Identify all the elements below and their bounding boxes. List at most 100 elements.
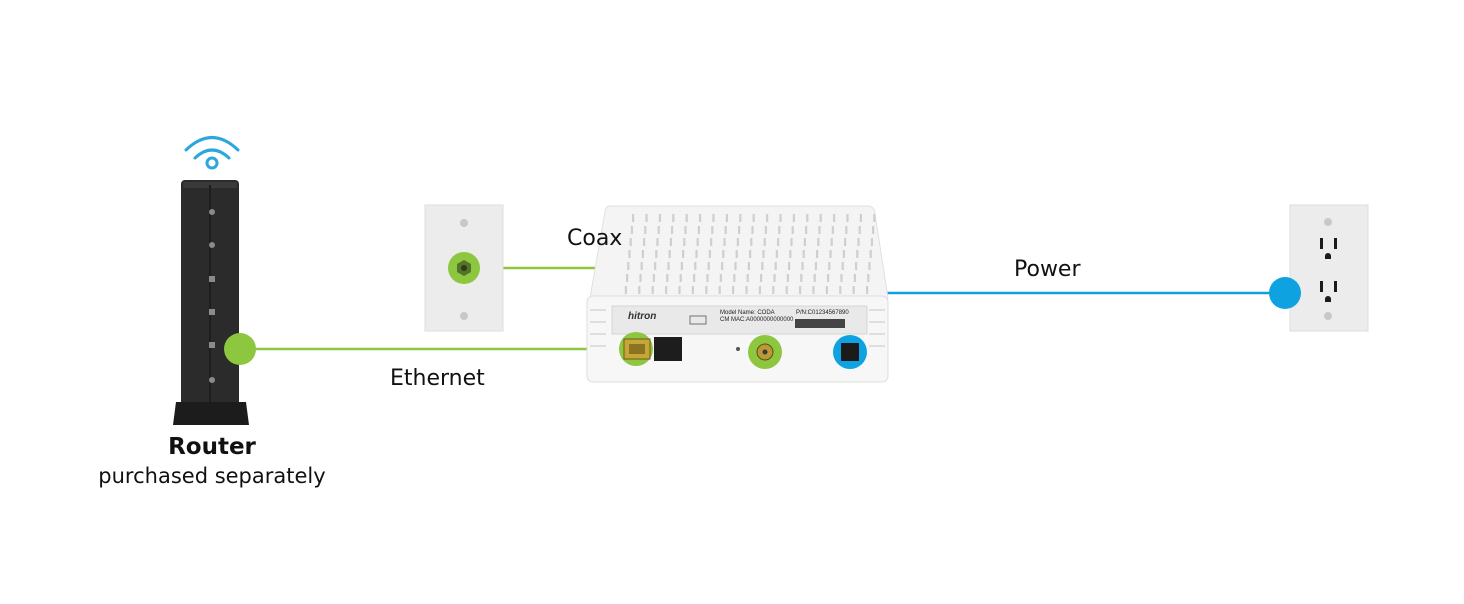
vent-slot bbox=[751, 226, 754, 234]
vent-slot bbox=[735, 250, 738, 258]
vent-slot bbox=[819, 214, 822, 222]
vent-slot bbox=[695, 250, 698, 258]
vent-slot bbox=[746, 274, 749, 282]
vent-slot bbox=[825, 286, 828, 294]
vent-slot bbox=[722, 250, 725, 258]
vent-slot bbox=[678, 286, 681, 294]
vent-slot bbox=[672, 214, 675, 222]
vent-slot bbox=[671, 226, 674, 234]
vent-slot bbox=[747, 262, 750, 270]
power-jack-icon bbox=[841, 343, 859, 361]
vent-slot bbox=[683, 238, 686, 246]
vent-slot bbox=[775, 250, 778, 258]
power-label: Power bbox=[1014, 257, 1081, 282]
router-stand bbox=[173, 402, 249, 425]
vent-slot bbox=[643, 238, 646, 246]
vent-slot bbox=[841, 262, 844, 270]
vent-slot bbox=[711, 226, 714, 234]
vent-slot bbox=[867, 274, 870, 282]
vent-slot bbox=[669, 238, 672, 246]
modem-mac-text: CM MAC:A0000000000000 bbox=[720, 317, 794, 323]
vent-slot bbox=[654, 262, 657, 270]
vent-slot bbox=[679, 274, 682, 282]
ethernet-router-port bbox=[224, 333, 256, 365]
vent-slot bbox=[657, 226, 660, 234]
vent-slot bbox=[852, 286, 855, 294]
vent-slot bbox=[752, 214, 755, 222]
vent-slot bbox=[772, 286, 775, 294]
vent-slot bbox=[827, 274, 830, 282]
vent-slot bbox=[725, 214, 728, 222]
router-sublabel: purchased separately bbox=[98, 464, 326, 488]
vent-slot bbox=[762, 250, 765, 258]
vent-slot bbox=[855, 262, 858, 270]
vent-slot bbox=[699, 214, 702, 222]
vent-slot bbox=[629, 238, 632, 246]
cert-logo bbox=[689, 315, 707, 325]
modem-pn-text: P/N:C01234567890 bbox=[796, 310, 849, 316]
vent-slot bbox=[763, 238, 766, 246]
vent-slot bbox=[656, 238, 659, 246]
vent-slot bbox=[816, 250, 819, 258]
vent-slot bbox=[830, 238, 833, 246]
vent-slot bbox=[764, 226, 767, 234]
vent-slot bbox=[760, 274, 763, 282]
vent-slot bbox=[806, 214, 809, 222]
vent-slot bbox=[645, 214, 648, 222]
coax-wall-plate bbox=[424, 204, 504, 332]
vent-slot bbox=[705, 286, 708, 294]
vent-slot bbox=[845, 226, 848, 234]
router bbox=[173, 136, 249, 425]
vent-slot bbox=[853, 274, 856, 282]
vent-slot bbox=[685, 214, 688, 222]
router-label: Router bbox=[168, 434, 256, 460]
vent-slot bbox=[733, 274, 736, 282]
vent-slot bbox=[758, 286, 761, 294]
modem-vents bbox=[624, 214, 876, 294]
usb-port bbox=[654, 337, 682, 361]
vent-slot bbox=[638, 286, 641, 294]
screw-icon bbox=[1324, 312, 1332, 320]
vent-slot bbox=[628, 250, 631, 258]
vent-slot bbox=[708, 250, 711, 258]
vent-slot bbox=[682, 250, 685, 258]
vent-slot bbox=[640, 262, 643, 270]
vent-slot bbox=[788, 262, 791, 270]
vent-slot bbox=[667, 262, 670, 270]
coax-label: Coax bbox=[567, 226, 623, 251]
vent-slot bbox=[829, 250, 832, 258]
vent-slot bbox=[749, 250, 752, 258]
vent-slot bbox=[856, 250, 859, 258]
screw-icon bbox=[460, 219, 468, 227]
ethernet-label: Ethernet bbox=[390, 366, 485, 391]
vent-slot bbox=[697, 226, 700, 234]
vent-slot bbox=[706, 274, 709, 282]
vent-slot bbox=[805, 226, 808, 234]
vent-slot bbox=[812, 286, 815, 294]
power-cable bbox=[848, 291, 1285, 350]
vent-slot bbox=[839, 286, 842, 294]
vent-slot bbox=[774, 262, 777, 270]
vent-slot bbox=[712, 214, 715, 222]
vent-slot bbox=[718, 286, 721, 294]
vent-slot bbox=[773, 274, 776, 282]
vent-slot bbox=[624, 286, 627, 294]
modem-model-text: Model Name: CODA bbox=[720, 310, 775, 316]
vent-slot bbox=[724, 226, 727, 234]
vent-slot bbox=[789, 250, 792, 258]
vent-slot bbox=[736, 238, 739, 246]
vent-slot bbox=[732, 286, 735, 294]
vent-slot bbox=[721, 262, 724, 270]
barcode bbox=[795, 319, 845, 328]
router-indicator-leds bbox=[209, 209, 215, 383]
vent-slot bbox=[707, 262, 710, 270]
vent-slot bbox=[691, 286, 694, 294]
vent-slot bbox=[840, 274, 843, 282]
vent-slot bbox=[873, 214, 876, 222]
vent-slot bbox=[790, 238, 793, 246]
vent-slot bbox=[668, 250, 671, 258]
vent-slot bbox=[684, 226, 687, 234]
vent-slot bbox=[842, 250, 845, 258]
